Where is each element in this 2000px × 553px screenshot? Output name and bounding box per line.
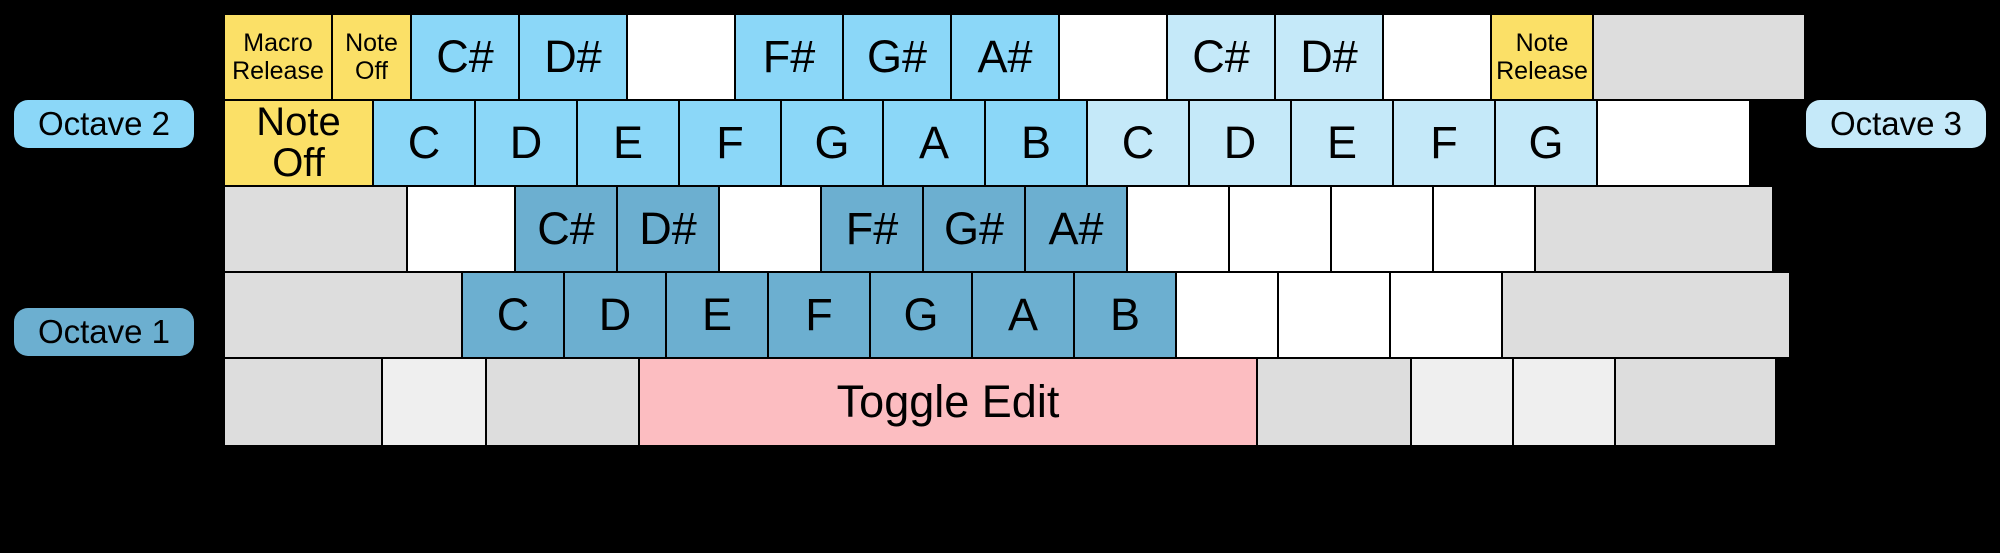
key-blank xyxy=(1389,271,1503,359)
keyboard-row-asdf-row: C#D# F#G#A# xyxy=(223,185,1774,273)
key-blank xyxy=(1592,13,1806,101)
key-f[interactable]: F xyxy=(678,99,782,187)
key-f[interactable]: F xyxy=(1392,99,1496,187)
key-b[interactable]: B xyxy=(984,99,1088,187)
key-blank xyxy=(1614,357,1777,447)
key-c-sharp[interactable]: C# xyxy=(514,185,618,273)
key-blank xyxy=(223,271,463,359)
key-blank xyxy=(381,357,487,447)
key-blank xyxy=(223,185,408,273)
key-blank xyxy=(1410,357,1514,447)
key-blank xyxy=(1256,357,1412,447)
key-g-sharp[interactable]: G# xyxy=(842,13,952,101)
key-blank xyxy=(1175,271,1279,359)
keyboard-row-space-row: Toggle Edit xyxy=(223,357,1777,447)
key-d[interactable]: D xyxy=(563,271,667,359)
key-d-sharp[interactable]: D# xyxy=(1274,13,1384,101)
key-blank xyxy=(1534,185,1774,273)
key-a-sharp[interactable]: A# xyxy=(950,13,1060,101)
key-f-sharp[interactable]: F# xyxy=(820,185,924,273)
key-e[interactable]: E xyxy=(665,271,769,359)
key-blank xyxy=(1058,13,1168,101)
key-a-sharp[interactable]: A# xyxy=(1024,185,1128,273)
key-blank xyxy=(1512,357,1616,447)
key-d[interactable]: D xyxy=(1188,99,1292,187)
key-blank xyxy=(626,13,736,101)
key-g-sharp[interactable]: G# xyxy=(922,185,1026,273)
key-e[interactable]: E xyxy=(576,99,680,187)
key-blank xyxy=(718,185,822,273)
key-g[interactable]: G xyxy=(1494,99,1598,187)
key-g[interactable]: G xyxy=(869,271,973,359)
key-blank xyxy=(1277,271,1391,359)
key-blank xyxy=(1126,185,1230,273)
key-blank xyxy=(1501,271,1791,359)
key-d[interactable]: D xyxy=(474,99,578,187)
key-blank xyxy=(1596,99,1751,187)
octave-1-label-text: Octave 1 xyxy=(37,313,171,350)
key-blank xyxy=(1382,13,1492,101)
key-c-sharp[interactable]: C# xyxy=(410,13,520,101)
key-blank xyxy=(406,185,516,273)
octave-3-label-text: Octave 3 xyxy=(1829,105,1963,142)
key-c[interactable]: C xyxy=(372,99,476,187)
key-d-sharp[interactable]: D# xyxy=(518,13,628,101)
key-c[interactable]: C xyxy=(1086,99,1190,187)
key-blank xyxy=(485,357,640,447)
key-g[interactable]: G xyxy=(780,99,884,187)
key-blank xyxy=(1432,185,1536,273)
key-d-sharp[interactable]: D# xyxy=(616,185,720,273)
octave-2-label: Octave 2 xyxy=(14,100,194,148)
octave-3-label: Octave 3 xyxy=(1806,100,1986,148)
key-e[interactable]: E xyxy=(1290,99,1394,187)
key-blank xyxy=(223,357,383,447)
key-f-sharp[interactable]: F# xyxy=(734,13,844,101)
octave-1-label: Octave 1 xyxy=(14,308,194,356)
key-blank xyxy=(1330,185,1434,273)
key-c-sharp[interactable]: C# xyxy=(1166,13,1276,101)
key-b[interactable]: B xyxy=(1073,271,1177,359)
octave-2-label-text: Octave 2 xyxy=(37,105,171,142)
key-f[interactable]: F xyxy=(767,271,871,359)
key-blank xyxy=(1228,185,1332,273)
key-c[interactable]: C xyxy=(461,271,565,359)
key-a[interactable]: A xyxy=(971,271,1075,359)
key-a[interactable]: A xyxy=(882,99,986,187)
key-toggle-edit[interactable]: Toggle Edit xyxy=(638,357,1258,447)
